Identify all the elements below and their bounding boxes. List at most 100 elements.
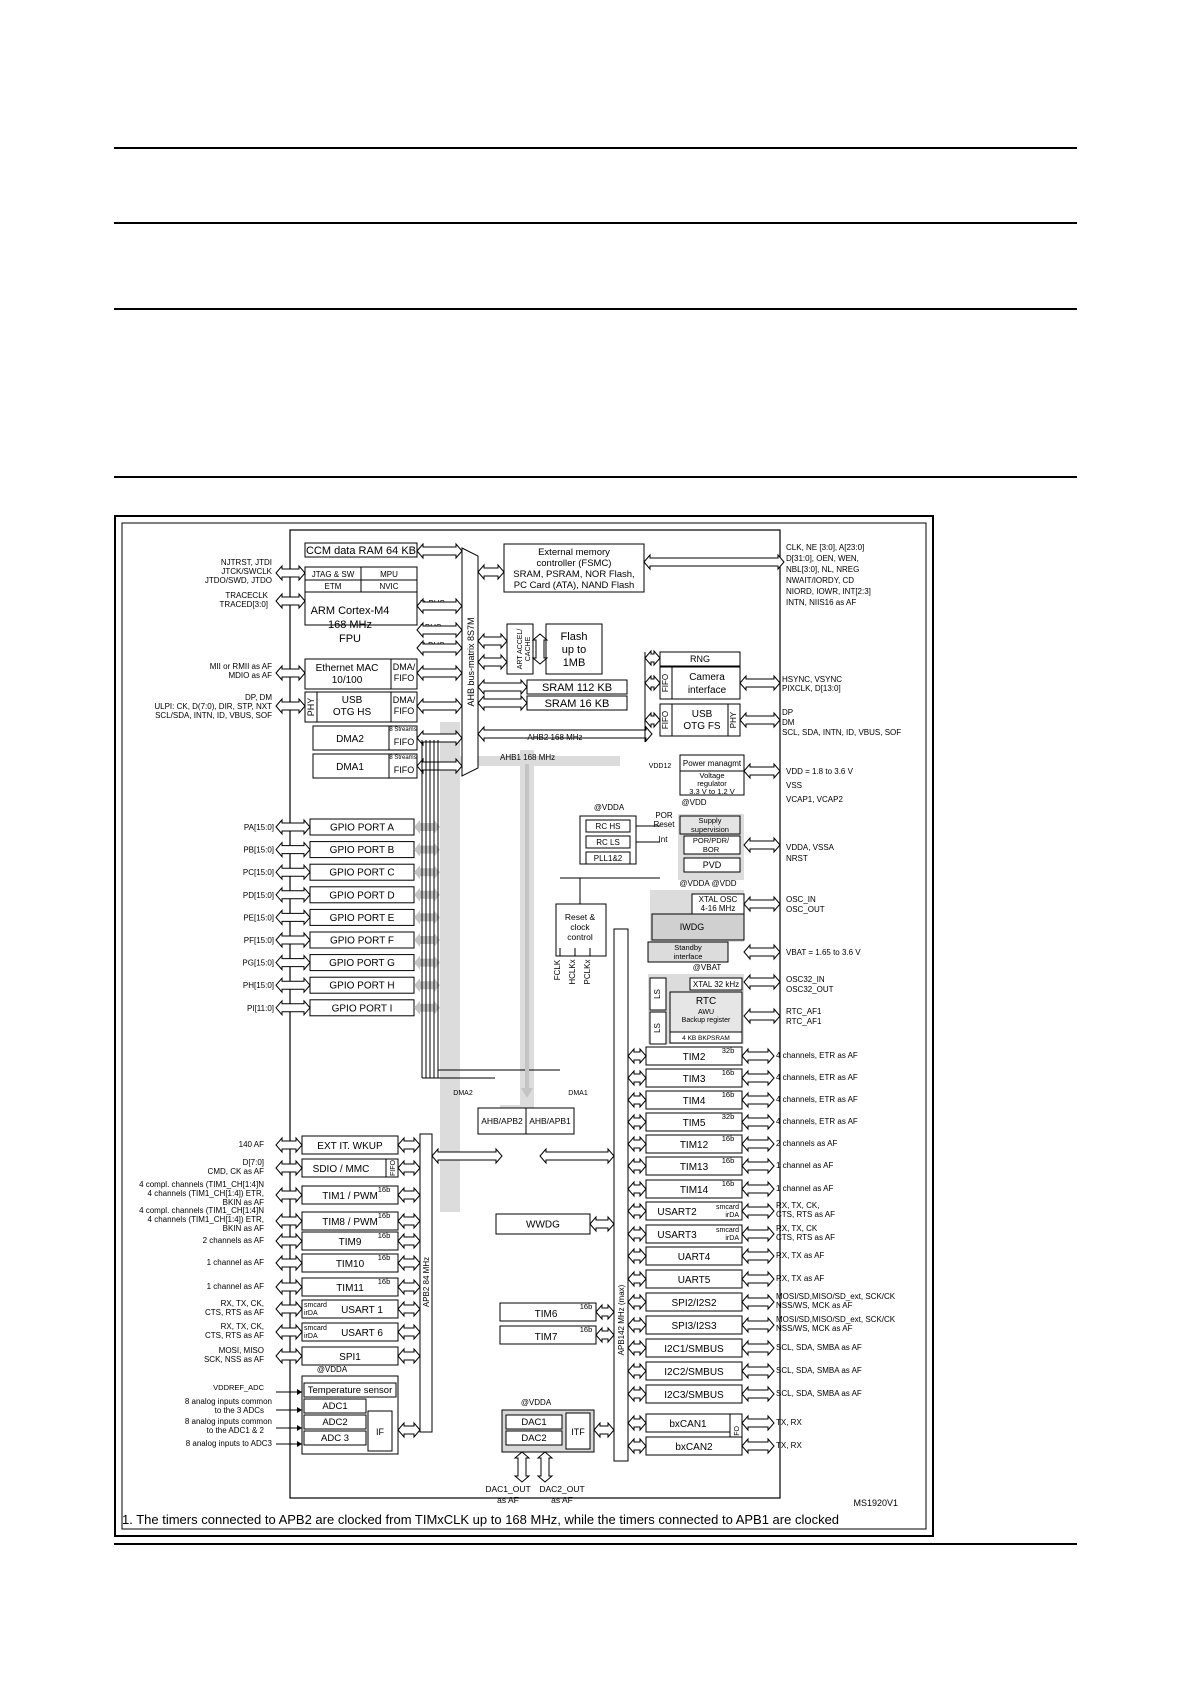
apb1-periph-label: TIM13 [680, 1162, 709, 1173]
fsmc-label: controller (FSMC) [537, 558, 612, 569]
trace-signal-label: TRACECLK [225, 591, 268, 600]
apb1-periph-tag: 16b [722, 1134, 735, 1143]
apb1-periph-label: I2C1/SMBUS [664, 1344, 724, 1355]
apb2-signal-label: 140 AF [239, 1140, 264, 1149]
vbat-signal-label: VBAT = 1.65 to 3.6 V [786, 948, 861, 957]
fsmc-box [503, 543, 645, 593]
gpio-pin-arrow [275, 954, 311, 971]
power-ext-arrow [743, 762, 781, 780]
apb1-periph-label: USART3 [657, 1230, 697, 1241]
gpio-port-3-label: GPIO PORT D [329, 890, 394, 901]
etm-label: ETM [325, 582, 342, 591]
apb1-signal-label: 4 channels, ETR as AF [776, 1117, 858, 1126]
pclk-label: PCLKx [583, 960, 592, 985]
adc-signal-label: 8 analog inputs common [185, 1397, 272, 1406]
apb2-signal-label: RX, TX, CK, [221, 1299, 264, 1308]
figure-footnote: 1. The timers connected to APB2 are cloc… [122, 1512, 840, 1527]
apb1-signal-label: 4 channels, ETR as AF [776, 1095, 858, 1104]
cpu-label: FPU [339, 633, 361, 645]
osc32-signal-label: OSC32_IN [786, 975, 825, 984]
adc-input-arrow-head [297, 1389, 302, 1395]
reset-box [555, 903, 607, 957]
sram2-label: SRAM 16 KB [545, 698, 610, 710]
tim7-tag: 16b [580, 1325, 593, 1334]
apb2-periph-arrow [397, 1232, 421, 1250]
dac1-box [505, 1414, 563, 1430]
sram1-label: SRAM 112 KB [542, 682, 612, 694]
apb1-signal-label: CTS, RTS as AF [776, 1233, 835, 1242]
vbat-label: @VBAT [693, 963, 722, 972]
gpio-pin-label: PI[11:0] [247, 1004, 274, 1013]
adc1-label: ADC1 [322, 1401, 347, 1412]
core-bus-arrow [416, 542, 463, 560]
apb2-signal-label: BKIN as AF [223, 1198, 264, 1207]
eth-dma-label: FIFO [394, 673, 415, 683]
adc2-label: ADC2 [322, 1417, 347, 1428]
apb2-ext-arrow [275, 1278, 303, 1296]
left-ext-arrow [275, 592, 306, 610]
left-ext-arrow [275, 564, 306, 582]
ls2-box [649, 1011, 667, 1045]
fsmc-bus-arrow [477, 563, 505, 581]
apb1-signal-label: CTS, RTS as AF [776, 1210, 835, 1219]
apb2-signal-label: 4 compl. channels (TIM1_CH[1:4]N [139, 1206, 264, 1215]
apb1-periph-arrow [627, 1113, 647, 1131]
usbhs-phy-box [304, 691, 318, 723]
fsmc-signal-label: INTN, NIIS16 as AF [786, 598, 856, 607]
pvd-label: PVD [703, 860, 722, 870]
fsmc-ext-arrow [643, 553, 785, 571]
apb1-signal-label: SCL, SDA, SMBA as AF [776, 1389, 862, 1398]
gpio-bus-arrow [414, 865, 440, 880]
dma1-fifo-box [388, 753, 418, 779]
apb2-periph-arrow [397, 1278, 421, 1296]
apb1-periph-tag: 16b [722, 1090, 735, 1099]
apb2-signal-label: RX, TX, CK, [221, 1322, 264, 1331]
dac-bus-arrow [593, 1421, 615, 1439]
apb1-ext-arrow [741, 1180, 775, 1198]
gpio-pin-arrow [275, 999, 311, 1017]
gpio-pin-arrow [275, 863, 311, 881]
dac1-out-arrow [513, 1451, 531, 1483]
fsmc-label: External memory [538, 547, 610, 558]
tim7-arrow [595, 1326, 615, 1344]
eth-dma-box [390, 658, 418, 690]
apb2-periph-arrow [397, 1347, 421, 1365]
standby-box [647, 941, 729, 963]
supply-label: Supply [699, 816, 722, 825]
rtc-backup: Backup register [682, 1017, 731, 1024]
apb1-periph-arrow [627, 1414, 647, 1432]
usbfs-label: USB [692, 709, 713, 720]
flash-label: Flash [561, 631, 588, 643]
gpio-port-5-label: GPIO PORT F [330, 936, 394, 947]
apb2-signal-label: BKIN as AF [223, 1224, 264, 1233]
camera-box [659, 666, 741, 700]
wwdg-label: WWDG [526, 1220, 560, 1231]
apb1-label: APB142 MHz (max) [617, 1284, 626, 1355]
temp-label: Temperature sensor [308, 1385, 392, 1396]
bus-matrix-label: AHB bus-matrix 8S7M [466, 617, 476, 706]
ls1-label: LS [653, 989, 662, 999]
por-reset-label: POR [655, 811, 673, 820]
adc-signal-label: VDDREF_ADC [213, 1383, 264, 1392]
ls2-label: LS [653, 1023, 662, 1033]
dma2-streams: 8 Streams [389, 727, 416, 733]
gpio-port-0-label: GPIO PORT A [330, 823, 394, 834]
gpio-bus-arrow [414, 955, 440, 970]
usbfs-label: OTG FS [683, 721, 721, 732]
apb2-signal-label: 4 compl. channels (TIM1_CH[1:4]N [139, 1180, 264, 1189]
apb2-periph-tag: 16b [378, 1253, 391, 1262]
reset-label: Reset & [565, 912, 596, 922]
apb2-periph-tag: smcard [304, 1325, 327, 1332]
figure-frame [114, 515, 934, 1537]
gpio-port-4-label: GPIO PORT E [330, 913, 395, 924]
dma1-label: DMA1 [336, 762, 364, 773]
tim6-tag: 16b [580, 1302, 593, 1311]
apb1-signal-label: NSS/WS, MCK as AF [776, 1324, 853, 1333]
apb1-ext-arrow [741, 1339, 775, 1357]
ahb2-periph-arrow [644, 711, 661, 729]
por-label: BOR [703, 845, 720, 854]
apb2-periph-arrow [397, 1212, 421, 1230]
apb1-periph-tag: 32b [722, 1112, 735, 1121]
tim7-label: TIM7 [535, 1332, 558, 1343]
